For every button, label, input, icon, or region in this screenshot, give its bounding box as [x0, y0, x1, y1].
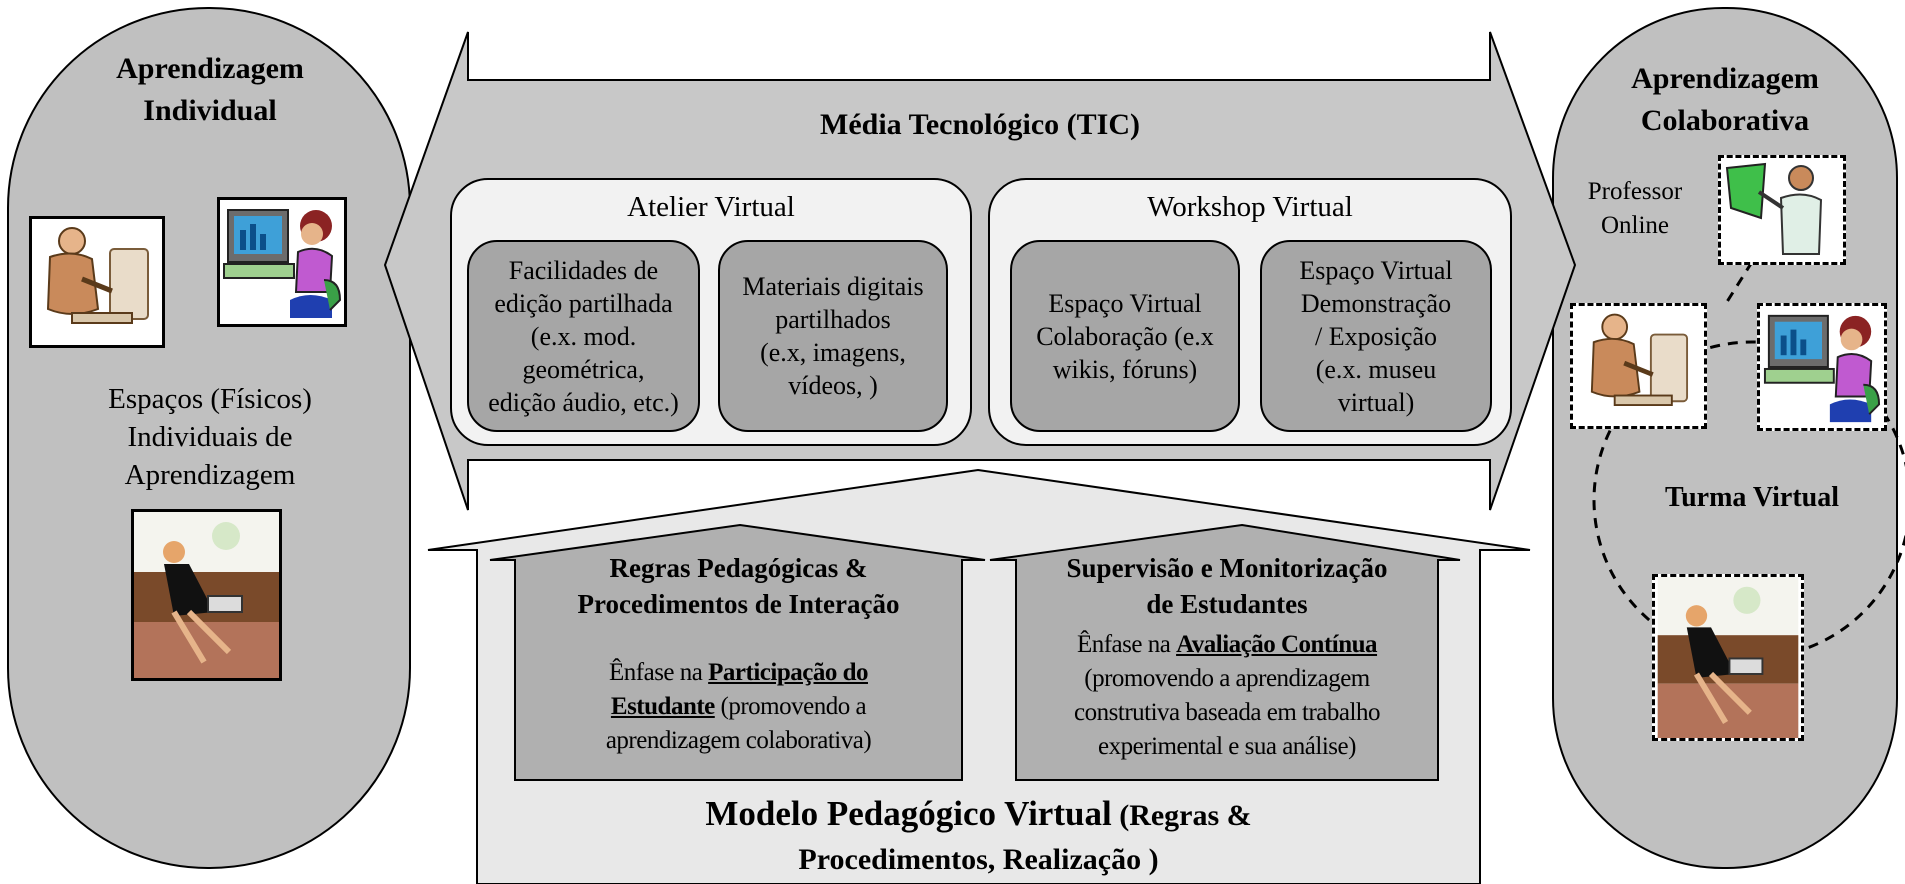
woman-at-computer-icon-right [1757, 303, 1887, 431]
left-caption-line3: Aprendizagem [124, 459, 296, 491]
atelier-card-shared-editing: Facilidades de edição partilhada (e.x. m… [467, 240, 700, 432]
model-title-rest: (Regras & [1111, 799, 1252, 832]
media-title: Média Tecnológico (TIC) [820, 108, 1140, 141]
model-title-line2: Procedimentos, Realização ) [798, 843, 1159, 876]
teacher-label-line2: Online [1600, 212, 1670, 239]
workshop-card1-line: Colaboração (e.x [1036, 321, 1214, 351]
atelier-title: Atelier Virtual [627, 191, 795, 223]
atelier-card1-line: geométrica, [522, 354, 645, 384]
rules-pillar-shape [489, 523, 986, 781]
woman-with-laptop-icon [131, 509, 282, 681]
supervision-line2: (promovendo a aprendizagem [1084, 665, 1370, 692]
woman-at-computer-icon [217, 197, 347, 327]
supervision-pillar-shape [989, 523, 1461, 781]
left-caption-line2: Individuais de [127, 421, 293, 453]
workshop-card-exhibition: Espaço Virtual Demonstração / Exposição … [1260, 240, 1492, 432]
workshop-card1-line: Espaço Virtual [1048, 288, 1202, 318]
rules-emph-strong1: Participação do [708, 659, 868, 686]
atelier-card1-line: (e.x. mod. [530, 321, 637, 351]
virtual-class-circle [1592, 340, 1905, 660]
rules-description: Ênfase na Participação do Estudante (pro… [515, 656, 962, 758]
workshop-card1-line: wikis, fóruns) [1052, 354, 1198, 384]
left-caption: Espaços (Físicos) Individuais de Aprendi… [20, 380, 400, 494]
supervision-title: Supervisão e Monitorização de Estudantes [1016, 550, 1438, 622]
man-at-computer-icon-right [1570, 303, 1707, 429]
rules-emph-rest1: (promovendo a [714, 693, 867, 720]
atelier-card1-line: Facilidades de [508, 255, 659, 285]
right-title-line1: Aprendizagem [1631, 62, 1819, 95]
left-title: Aprendizagem Individual [20, 48, 400, 132]
atelier-card2-line: Materiais digitais [742, 272, 924, 301]
rules-emph-rest2: aprendizagem colaborativa) [605, 727, 872, 754]
workshop-card2-line: / Exposição [1314, 321, 1437, 351]
rules-emph-prefix: Ênfase na [609, 659, 709, 686]
rules-emph-strong2: Estudante [610, 693, 715, 720]
workshop-card-collaboration: Espaço Virtual Colaboração (e.x wikis, f… [1010, 240, 1240, 432]
man-at-computer-icon [29, 216, 165, 348]
supervision-emph-prefix: Ênfase na [1076, 631, 1177, 658]
atelier-card2-line: vídeos, ) [788, 371, 878, 400]
model-title: Modelo Pedagógico Virtual (Regras & Proc… [477, 792, 1480, 882]
right-title: Aprendizagem Colaborativa [1560, 58, 1890, 142]
left-caption-line1: Espaços (Físicos) [108, 383, 312, 415]
workshop-card2-line: Espaço Virtual [1299, 255, 1453, 285]
atelier-card2-line: partilhados [775, 305, 891, 334]
model-title-bold: Modelo Pedagógico Virtual [705, 794, 1112, 833]
workshop-card2-line: (e.x. museu [1315, 354, 1437, 384]
workshop-card2-line: virtual) [1337, 387, 1415, 417]
workshop-card2-line: Demonstração [1300, 288, 1452, 318]
supervision-emph-strong: Avaliação Contínua [1176, 631, 1378, 658]
left-title-line2: Individual [143, 94, 277, 127]
woman-with-laptop-icon-right [1652, 574, 1804, 741]
rules-title-line2: Procedimentos de Interação [577, 589, 900, 619]
teacher-connector [1723, 261, 1754, 306]
atelier-card2-line: (e.x, imagens, [760, 338, 906, 367]
right-title-line2: Colaborativa [1640, 104, 1810, 137]
atelier-card1-line: edição partilhada [494, 288, 673, 318]
supervision-line4: experimental e sua análise) [1098, 733, 1356, 760]
supervision-title-line2: de Estudantes [1146, 589, 1308, 619]
supervision-description: Ênfase na Avaliação Contínua (promovendo… [1016, 628, 1438, 764]
teacher-at-board-icon [1718, 155, 1846, 265]
workshop-title: Workshop Virtual [1147, 191, 1353, 223]
rules-title-line1: Regras Pedagógicas & [609, 553, 868, 583]
atelier-card-digital-materials: Materiais digitais partilhados (e.x, ima… [718, 240, 948, 432]
teacher-label-line1: Professor [1587, 178, 1683, 205]
virtual-class-label: Turma Virtual [1665, 482, 1839, 513]
supervision-title-line1: Supervisão e Monitorização [1066, 553, 1388, 583]
supervision-line3: construtiva baseada em trabalho [1074, 699, 1380, 726]
rules-title: Regras Pedagógicas & Procedimentos de In… [515, 550, 962, 622]
atelier-card1-line: edição áudio, etc.) [488, 387, 679, 417]
teacher-label: Professor Online [1570, 175, 1700, 243]
left-title-line1: Aprendizagem [116, 52, 304, 85]
